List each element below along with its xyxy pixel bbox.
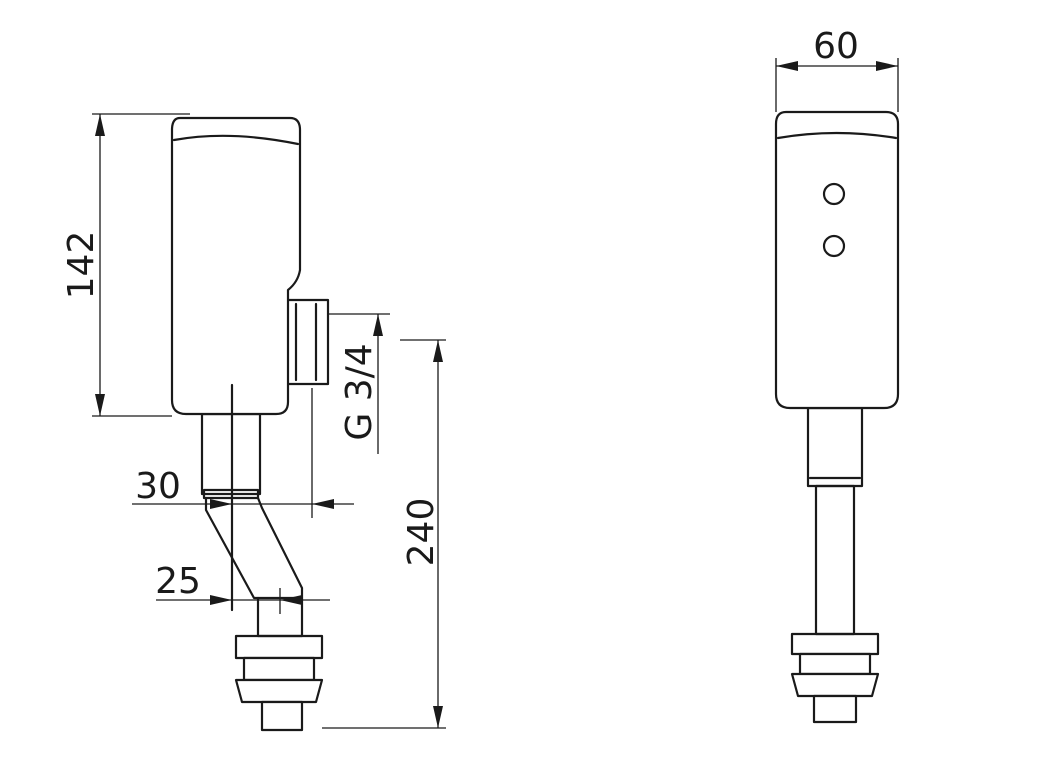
sensor-upper-icon: [822, 182, 846, 206]
side-view: 142 G 3/4 240 30: [61, 113, 446, 732]
dim-height-142-label: 142: [61, 231, 102, 300]
dim-length-240-label: 240: [401, 498, 442, 567]
side-outlet-fitting: [234, 634, 324, 732]
front-pipe: [806, 406, 864, 636]
side-housing: [170, 116, 302, 612]
dim-thread-g34-label: G 3/4: [339, 343, 380, 440]
front-housing: [774, 110, 900, 410]
dim-height-142: [92, 113, 190, 417]
dim-thread-g34: [328, 313, 390, 454]
dim-offset-25: [156, 588, 330, 614]
front-view: 60: [774, 26, 900, 724]
dim-offset-30-label: 30: [135, 466, 181, 507]
side-bent-pipe: [204, 496, 304, 638]
dim-offset-25-label: 25: [155, 561, 201, 602]
dim-width-60: [775, 58, 899, 112]
sensor-lower-icon: [822, 234, 846, 258]
dim-offset-30: [132, 388, 354, 518]
front-outlet-fitting: [790, 632, 880, 724]
dim-width-60-label: 60: [813, 26, 859, 67]
dim-length-240: [322, 339, 446, 729]
